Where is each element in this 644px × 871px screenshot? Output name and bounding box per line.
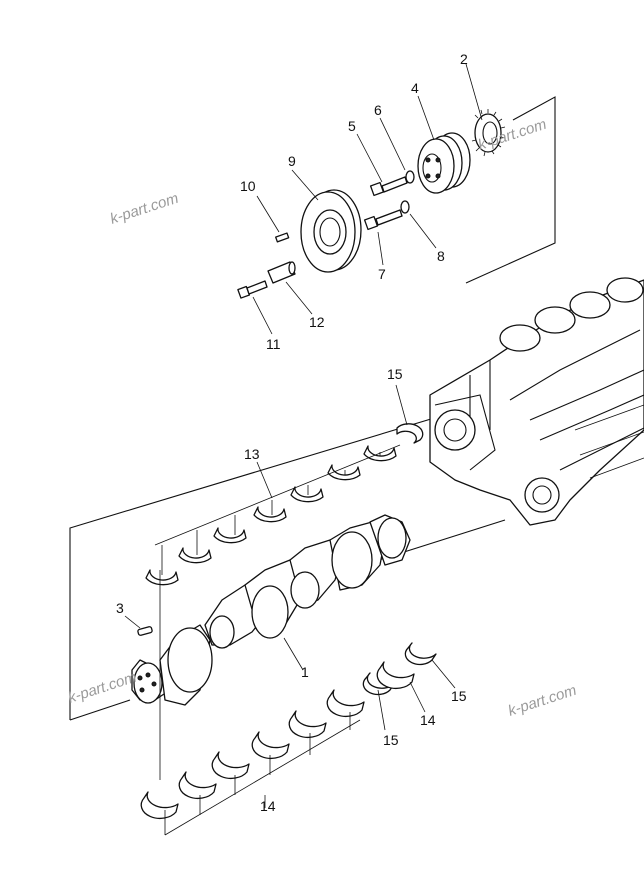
crankshaft <box>131 514 411 706</box>
callout-12: 12 <box>309 314 325 330</box>
woodruff-key <box>137 626 153 636</box>
engine-block <box>429 277 644 526</box>
callout-15-bottom: 15 <box>383 732 399 748</box>
crank-gear <box>471 109 506 157</box>
upper-main-bearings <box>145 445 397 586</box>
callout-14-lower: 14 <box>260 798 276 814</box>
callout-2: 2 <box>460 51 468 67</box>
callout-3: 3 <box>116 600 124 616</box>
callout-10: 10 <box>240 178 256 194</box>
callout-15-right: 15 <box>451 688 467 704</box>
callout-13: 13 <box>244 446 260 462</box>
callout-7: 7 <box>378 266 386 282</box>
lower-main-bearings <box>140 661 415 820</box>
callout-4: 4 <box>411 80 419 96</box>
callout-15-top: 15 <box>387 366 403 382</box>
vibration-damper <box>300 189 362 273</box>
pulley-bolts <box>363 170 415 231</box>
callout-14-right: 14 <box>420 712 436 728</box>
callout-5: 5 <box>348 118 356 134</box>
crank-pulley <box>417 132 471 194</box>
damper-fasteners <box>237 232 296 299</box>
watermark: k-part.com <box>506 682 579 720</box>
callout-8: 8 <box>437 248 445 264</box>
callout-6: 6 <box>374 102 382 118</box>
watermark: k-part.com <box>108 190 181 228</box>
leader-lines <box>124 63 483 836</box>
callout-11: 11 <box>266 336 281 352</box>
callout-labels: 1 2 3 4 5 6 7 8 9 10 11 12 13 14 14 15 1… <box>116 51 468 814</box>
callout-9: 9 <box>288 153 296 169</box>
callout-1: 1 <box>301 664 309 680</box>
